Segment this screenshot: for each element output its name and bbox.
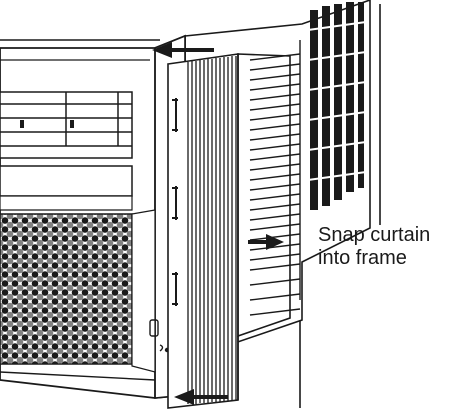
arrow-left-icon (174, 389, 228, 405)
caption-line-1: Snap curtain (318, 224, 431, 246)
arrow-right-icon (248, 234, 284, 250)
side-curtain (167, 53, 239, 409)
caption-line-2: into frame (318, 247, 407, 269)
curtain-frame (237, 53, 291, 400)
arrow-left-icon (152, 42, 214, 58)
ac-front-unit (0, 34, 186, 399)
instruction-caption: Snap curtain into frame (318, 224, 454, 270)
louvre-panel (0, 91, 133, 159)
control-panel (0, 165, 133, 197)
louvre-tabs (20, 120, 74, 128)
